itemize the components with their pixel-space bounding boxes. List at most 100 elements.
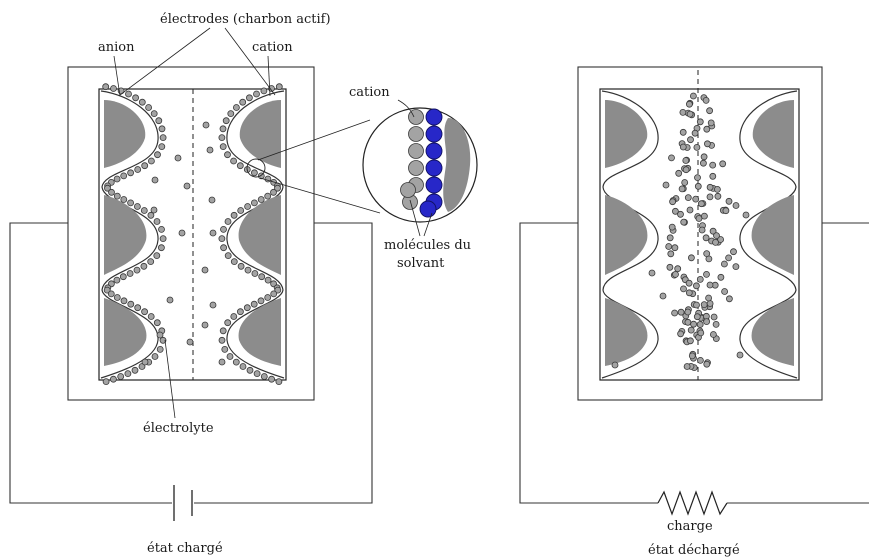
ion-dot [684, 194, 692, 202]
ion-dot [725, 197, 733, 205]
ion-dot [677, 330, 684, 338]
ion-dot [685, 289, 693, 297]
anion-dot [141, 308, 149, 316]
cation-dot [270, 290, 278, 298]
ion-dot [714, 185, 721, 193]
ion-dot [709, 172, 717, 180]
ion-dot [712, 238, 719, 246]
ion-dot [679, 128, 687, 136]
cation-dot [236, 162, 244, 170]
zoom-cation-dot [408, 143, 424, 159]
ion-dot [696, 321, 704, 328]
ion-dot [706, 107, 713, 115]
ion-dot [686, 206, 694, 214]
anion-dot [147, 313, 155, 320]
anion-dot [141, 162, 149, 170]
cation-dot [218, 134, 226, 142]
ion-dot [648, 269, 656, 277]
anion-dot [113, 175, 121, 183]
ion-dot [684, 318, 692, 326]
ion-dot [687, 326, 695, 334]
anion-dot [127, 300, 135, 308]
cation-dot [230, 211, 238, 219]
ion-dot [666, 234, 674, 242]
cation-dot [244, 203, 252, 210]
anion-dot [110, 85, 117, 92]
ion-dot [668, 154, 675, 162]
label-charge: charge [667, 519, 713, 534]
free-ion-dot [186, 338, 194, 346]
solvent-molecule-dot [425, 176, 443, 194]
zoom-cation-dot [400, 182, 416, 198]
ion-dot [719, 160, 727, 168]
solvent-molecule-dot [425, 108, 443, 126]
ion-dot [671, 309, 678, 317]
cation-dot [219, 143, 227, 151]
anion-dot [127, 199, 135, 207]
ion-dot [687, 337, 694, 345]
ion-dot [693, 313, 701, 321]
anion-dot [132, 94, 140, 102]
ion-dot [742, 211, 750, 219]
anion-dot [156, 345, 164, 353]
cation-dot [264, 276, 272, 284]
ion-dot [701, 212, 708, 220]
carbon-particle-right-3 [238, 298, 281, 366]
free-ion-dot [202, 121, 210, 129]
cation-dot [218, 235, 226, 243]
ion-dot [730, 248, 737, 256]
free-ion-dot [209, 229, 217, 237]
cation-dot [237, 207, 245, 214]
cation-dot [222, 117, 230, 125]
resistor-icon [657, 490, 728, 516]
anion-dot [154, 151, 161, 159]
anion-dot [147, 258, 155, 266]
free-ion-dot [150, 206, 158, 214]
ion-dot [717, 273, 725, 281]
cation-dot [243, 304, 251, 312]
carbon-particle-left-2 [104, 195, 147, 275]
ion-dot [677, 210, 684, 218]
discharged-ions [611, 92, 750, 372]
ion-dot [690, 92, 697, 100]
cation-dot [270, 188, 277, 196]
free-ion-dot [178, 229, 186, 237]
cation-dot [219, 327, 227, 335]
ion-dot [721, 260, 728, 268]
cation-dot [257, 196, 265, 203]
charged-circuit-wire [9, 222, 373, 504]
cation-dot [224, 319, 232, 327]
anion-dot [147, 157, 155, 165]
ion-dot [691, 129, 699, 137]
ion-dot [700, 153, 708, 161]
cation-dot [246, 366, 254, 374]
carbon-particle-right-2 [238, 195, 281, 275]
ion-dot [682, 157, 690, 164]
ion-dot [714, 192, 722, 200]
cation-dot [230, 157, 238, 165]
label-etat-charge: état chargé [147, 541, 223, 556]
anion-dot [155, 117, 163, 125]
ion-dot [709, 161, 717, 169]
ion-dot [611, 361, 619, 369]
ion-dot [710, 331, 717, 338]
ion-dot [706, 193, 714, 201]
cation-dot [260, 373, 268, 380]
discharged-state-panel [519, 66, 869, 516]
free-ion-dot [208, 196, 216, 204]
anion-dot [157, 244, 165, 252]
cation-dot [219, 125, 227, 133]
anion-dot [117, 373, 125, 380]
ion-dot [713, 232, 720, 240]
anion-dot [124, 370, 132, 378]
anion-dot [153, 218, 161, 225]
ion-dot [697, 329, 705, 337]
label-cation-zoom: cation [349, 85, 390, 100]
anion-dot [125, 90, 132, 98]
anion-dot [120, 172, 128, 180]
ion-dot [702, 234, 710, 242]
ion-dot [680, 218, 688, 226]
anion-dot [150, 110, 158, 117]
ion-dot [696, 275, 704, 283]
ion-dot [726, 295, 733, 303]
